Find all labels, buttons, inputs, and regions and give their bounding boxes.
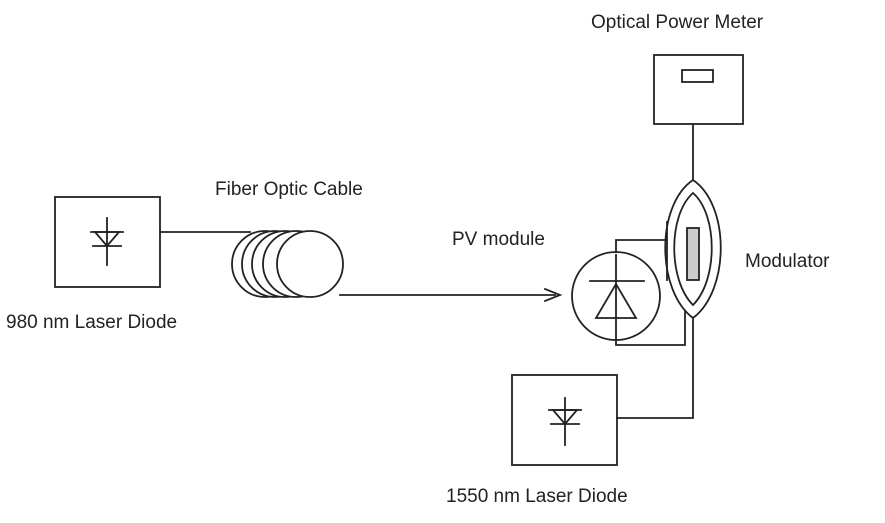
fiber-optic-cable-label: Fiber Optic Cable (215, 179, 363, 200)
laser-diode-1550-box (511, 374, 618, 466)
pv-module-label: PV module (452, 229, 545, 250)
optical-power-meter-box (653, 54, 744, 125)
diode-980-icon (90, 217, 124, 266)
modulator-label: Modulator (745, 251, 830, 272)
laser-1550-link (616, 317, 694, 419)
diode-1550-icon (548, 397, 582, 446)
laser-diode-980-box (54, 196, 161, 288)
fiber-coil-icon (231, 230, 344, 298)
optical-power-meter-label: Optical Power Meter (591, 12, 764, 33)
beam-arrow (339, 287, 563, 303)
modulator (664, 178, 722, 320)
laser-1550-label: 1550 nm Laser Diode (446, 486, 628, 507)
laser-980-label: 980 nm Laser Diode (6, 312, 178, 333)
pv-module (571, 239, 686, 346)
meter-display-icon (681, 69, 714, 83)
